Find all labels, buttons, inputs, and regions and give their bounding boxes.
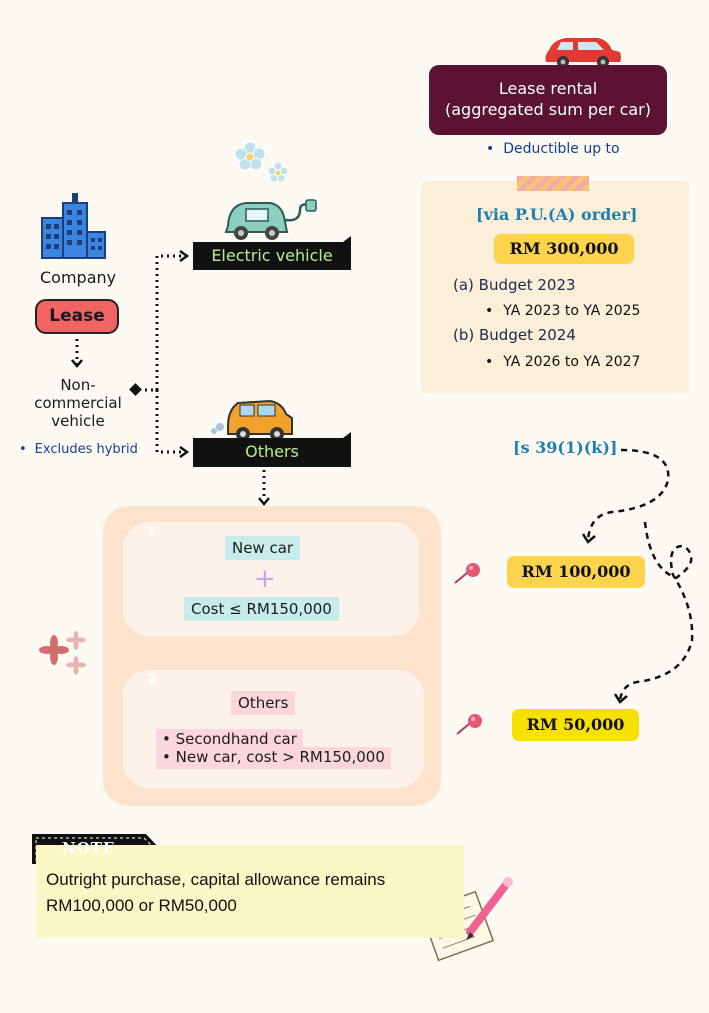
ya-range-2: YA 2026 to YA 2027 xyxy=(485,354,640,370)
note-text: Outright purchase, capital allowance rem… xyxy=(46,867,385,919)
curved-arrow-heads xyxy=(581,533,628,704)
note-line1: Outright purchase, capital allowance rem… xyxy=(46,870,386,889)
plus-sign: + xyxy=(254,564,276,594)
deductible-label: Deductible up to xyxy=(486,141,619,157)
lease-rental-title: Lease rental (aggregated sum per car) xyxy=(429,65,667,135)
others-chip: Others xyxy=(231,691,296,715)
building-icon xyxy=(41,193,106,259)
badge-2-number: 2 xyxy=(148,673,158,688)
title-line1: Lease rental xyxy=(498,79,598,98)
ncv-line2: commercial xyxy=(34,394,122,412)
lease-badge: Lease xyxy=(35,299,119,334)
budget-2023: (a) Budget 2023 xyxy=(453,276,576,294)
budget-2024: (b) Budget 2024 xyxy=(453,326,576,344)
cost-le-chip: Cost ≤ RM150,000 xyxy=(184,597,339,621)
arrowheads xyxy=(71,249,270,506)
badge-1-number: 1 xyxy=(147,526,157,541)
pushpin-icon xyxy=(454,563,480,584)
pua-label: [via P.U.(A) order] xyxy=(476,205,638,224)
others-tag: Others xyxy=(193,438,351,467)
non-commercial-vehicle-label: Non- commercial vehicle xyxy=(28,376,128,430)
note-label-text: NOTE xyxy=(62,839,116,857)
rm100-badge: RM 100,000 xyxy=(507,556,645,588)
ncv-line1: Non- xyxy=(60,376,96,394)
flower-cluster-icon xyxy=(39,631,86,675)
title-line2: (aggregated sum per car) xyxy=(445,100,651,119)
note-line2: RM100,000 or RM50,000 xyxy=(46,896,237,915)
ncv-line3: vehicle xyxy=(51,412,105,430)
new-car-chip: New car xyxy=(225,536,301,560)
company-label: Company xyxy=(40,268,117,287)
pushpin-icon xyxy=(456,714,482,735)
note-box xyxy=(36,845,464,938)
note-label: NOTE xyxy=(32,834,160,864)
section-39-label: [s 39(1)(k)] xyxy=(513,438,618,457)
connector-lines xyxy=(75,254,266,500)
junction-diamond xyxy=(129,383,142,396)
excludes-hybrid-note: Excludes hybrid xyxy=(19,442,138,457)
new-car-gt-chip: • New car, cost > RM150,000 xyxy=(156,747,391,769)
rm50-badge: RM 50,000 xyxy=(512,709,639,741)
rm300-badge: RM 300,000 xyxy=(494,234,634,264)
orange-car-icon xyxy=(211,399,293,441)
electric-vehicle-tag: Electric vehicle xyxy=(193,242,351,270)
washi-tape xyxy=(517,176,589,191)
curved-arrows xyxy=(586,448,694,701)
secondhand-chip: • Secondhand car xyxy=(156,729,303,748)
electric-car-icon xyxy=(224,199,317,240)
red-car-icon xyxy=(545,38,621,68)
flower-icon xyxy=(234,141,289,183)
ya-range-1: YA 2023 to YA 2025 xyxy=(485,303,640,319)
